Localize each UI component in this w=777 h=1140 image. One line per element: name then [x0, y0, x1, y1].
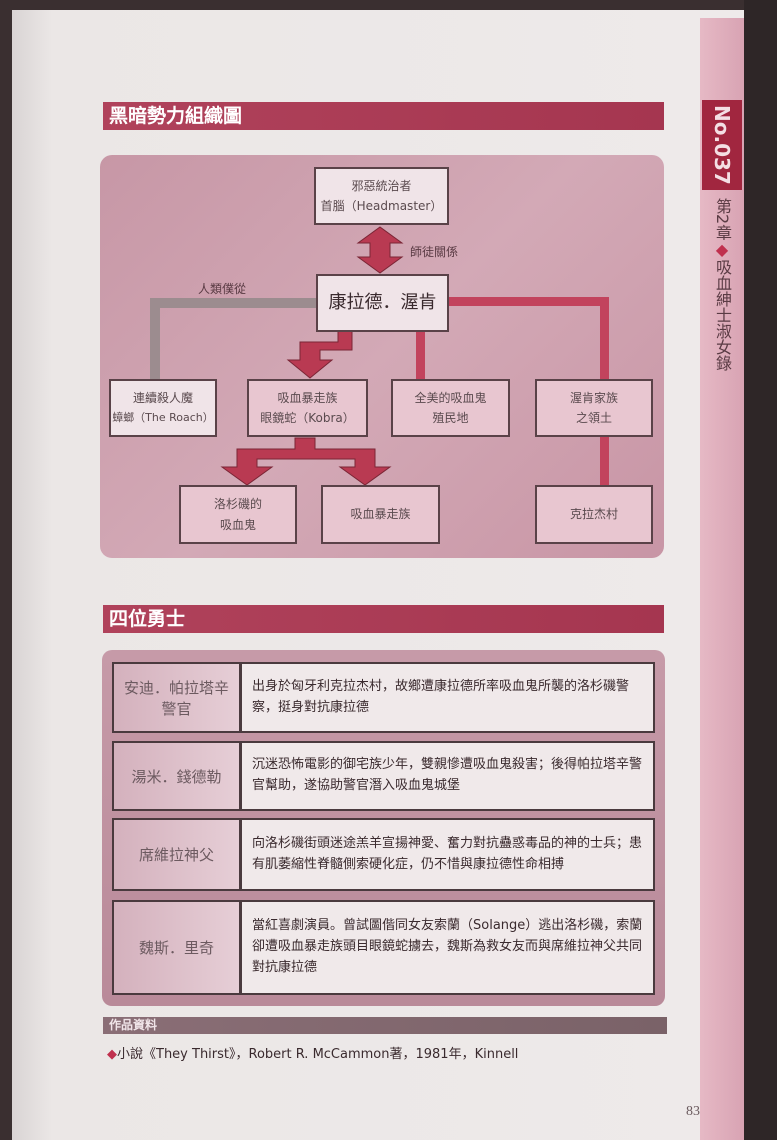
- node-kobra: 吸血暴走族眼鏡蛇（Kobra）: [247, 379, 368, 437]
- node-vampire-gang: 吸血暴走族: [321, 485, 440, 544]
- hero-description: 當紅喜劇演員。曾試圖偕同女友索蘭（Solange）逃出洛杉磯，索蘭卻遭吸血暴走族…: [252, 918, 643, 975]
- heroes-table: 安迪．帕拉塔辛警官出身於匈牙利克拉杰村，故鄉遭康拉德所率吸血鬼所襲的洛杉磯警察，…: [102, 650, 665, 1006]
- node-headmaster: 邪惡統治者首腦（Headmaster）: [314, 167, 449, 225]
- node-text: 之領土: [575, 411, 612, 425]
- page-number: 83: [686, 1104, 700, 1119]
- arrow-down-icon: [286, 330, 353, 379]
- hero-description: 沉迷恐怖電影的御宅族少年，雙親慘遭吸血鬼殺害；後得帕拉塔辛警官幫助，遂協助警官潛…: [252, 757, 643, 793]
- chapter-label: 第2章◆吸血紳士淑女錄: [702, 198, 742, 371]
- node-text: 邪惡統治者: [351, 178, 412, 193]
- hero-name: 席維拉神父: [114, 820, 242, 889]
- hero-name: 魏斯．里奇: [114, 902, 242, 993]
- split-arrow-icon: [220, 437, 392, 486]
- hero-name: 安迪．帕拉塔辛警官: [114, 664, 242, 731]
- node-conrad: 康拉德．渥肯: [316, 274, 449, 332]
- section-title-heroes: 四位勇士: [103, 605, 664, 633]
- chapter-title: 吸血紳士淑女錄: [713, 259, 732, 372]
- table-row: 安迪．帕拉塔辛警官出身於匈牙利克拉杰村，故鄉遭康拉德所率吸血鬼所襲的洛杉磯警察，…: [112, 662, 655, 733]
- node-text: 吸血暴走族: [277, 390, 338, 405]
- node-text: 殖民地: [432, 411, 469, 425]
- hero-name: 湯米．錢德勒: [114, 743, 242, 809]
- node-text: 眼鏡蛇（Kobra）: [260, 411, 355, 425]
- node-text: 吸血鬼: [219, 517, 256, 532]
- connector-servant: [150, 298, 316, 308]
- node-family-territory: 渥肯家族之領土: [535, 379, 653, 437]
- entry-number: No.037: [702, 100, 742, 190]
- side-strip: [700, 18, 744, 1140]
- connector-family-down: [600, 297, 609, 379]
- diamond-icon: ◆: [107, 1047, 117, 1062]
- hero-description: 向洛杉磯街頭迷途羔羊宣揚神愛、奮力對抗蠱惑毒品的神的士兵；患有肌萎縮性脊髓側索硬…: [252, 835, 643, 872]
- connector-village: [600, 437, 609, 487]
- connector-family: [449, 297, 609, 306]
- table-row: 席維拉神父向洛杉磯街頭迷途羔羊宣揚神愛、奮力對抗蠱惑毒品的神的士兵；患有肌萎縮性…: [112, 818, 655, 891]
- page-edge: [744, 0, 777, 1140]
- node-text: 首腦（Headmaster）: [320, 199, 443, 213]
- section-title-organization: 黑暗勢力組織圖: [103, 102, 664, 130]
- table-row: 湯米．錢德勒沉迷恐怖電影的御宅族少年，雙親慘遭吸血鬼殺害；後得帕拉塔辛警官幫助，…: [112, 741, 655, 811]
- source-text: 小說《They Thirst》，Robert R. McCammon著，1981…: [117, 1047, 519, 1062]
- node-village: 克拉杰村: [535, 485, 653, 544]
- source-entry: ◆小說《They Thirst》，Robert R. McCammon著，198…: [107, 1043, 518, 1062]
- connector-colony: [416, 331, 425, 380]
- chapter-number: 第2章: [713, 198, 732, 241]
- table-row: 魏斯．里奇當紅喜劇演員。曾試圖偕同女友索蘭（Solange）逃出洛杉磯，索蘭卻遭…: [112, 900, 655, 995]
- label-mentor: 師徒關係: [410, 245, 459, 259]
- double-arrow-icon: [356, 226, 404, 274]
- node-la-vampires: 洛杉磯的吸血鬼: [179, 485, 297, 544]
- diamond-icon: ◆: [712, 240, 732, 260]
- connector-servant-down: [150, 298, 160, 380]
- node-text: 連續殺人魔: [132, 391, 193, 406]
- hero-description: 出身於匈牙利克拉杰村，故鄉遭康拉德所率吸血鬼所襲的洛杉磯警察，挺身對抗康拉德: [252, 678, 630, 715]
- node-text: 洛杉磯的: [213, 497, 262, 512]
- node-text: 蟑螂（The Roach）: [112, 410, 214, 424]
- label-servant: 人類僕從: [198, 282, 247, 296]
- node-colony: 全美的吸血鬼殖民地: [391, 379, 510, 437]
- source-header: 作品資料: [103, 1017, 667, 1034]
- node-text: 全美的吸血鬼: [414, 390, 487, 405]
- node-text: 渥肯家族: [569, 390, 618, 405]
- node-roach: 連續殺人魔蟑螂（The Roach）: [109, 379, 217, 437]
